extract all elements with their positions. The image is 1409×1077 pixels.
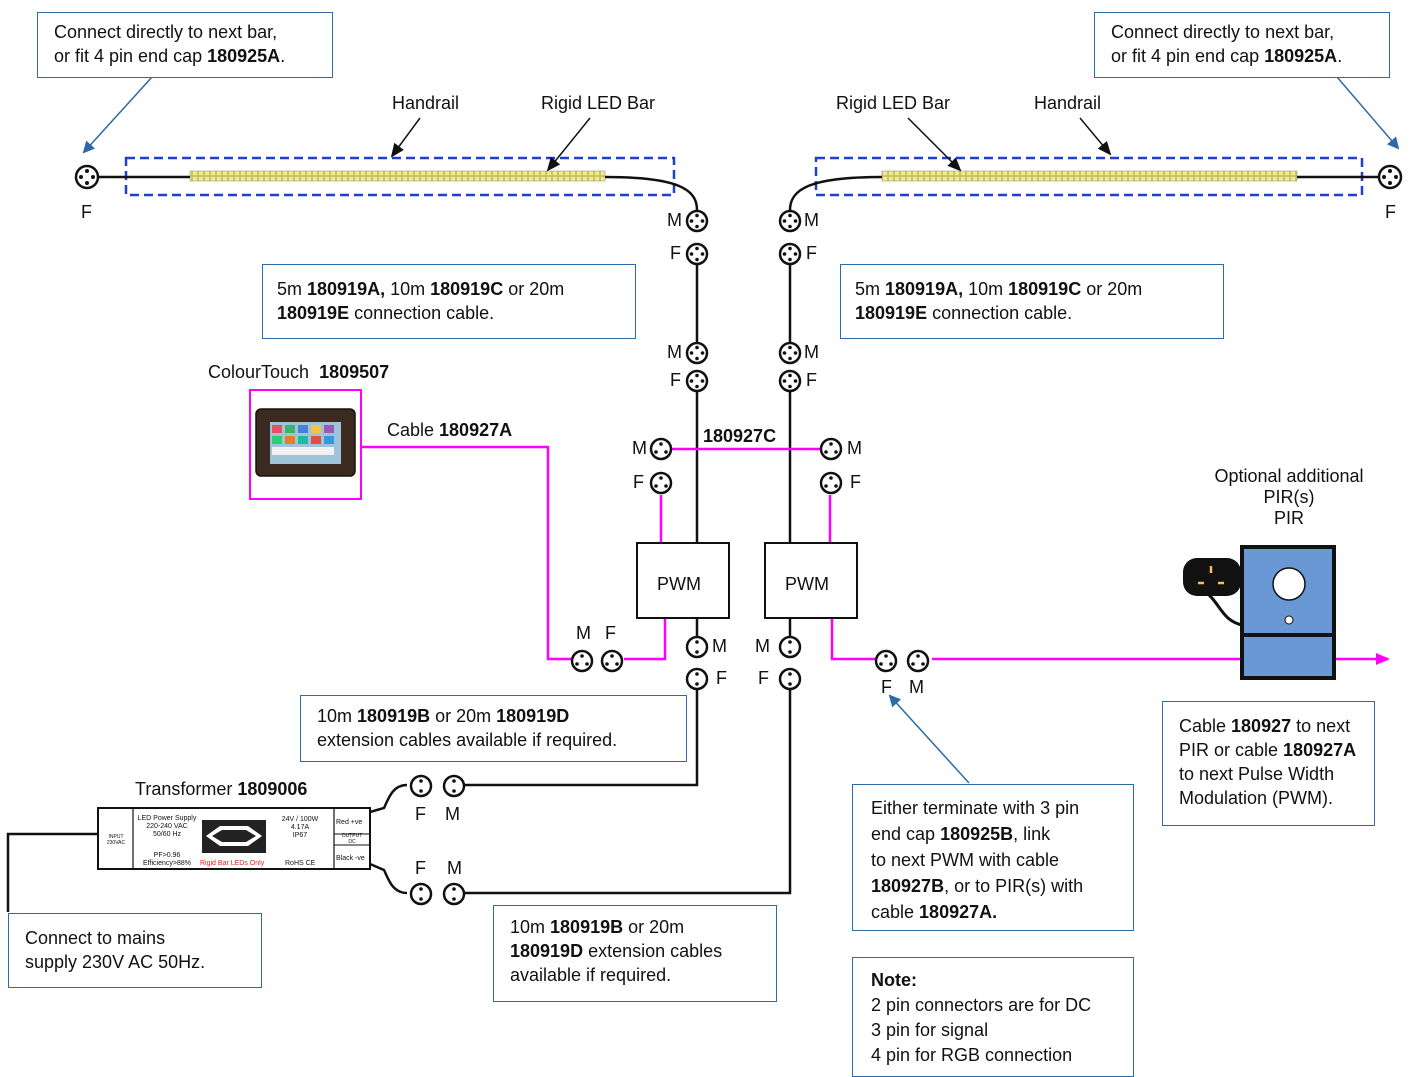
label-m-3pin-right: M bbox=[847, 438, 862, 458]
connector-4pin-right-stack bbox=[778, 209, 802, 393]
label-f-left-2: F bbox=[670, 370, 681, 390]
callout-extension-upper: 10m 180919B or 20m 180919D extension cab… bbox=[300, 695, 687, 762]
callout-end-cap-left: Connect directly to next bar, or fit 4 p… bbox=[37, 12, 333, 78]
pwm-box-left bbox=[636, 542, 730, 619]
callout-connection-cable-right: 5m 180919A, 10m 180919C or 20m 180919E c… bbox=[840, 264, 1224, 339]
label-led-bar-right: Rigid LED Bar bbox=[836, 93, 951, 113]
label-m-pwm-in: M bbox=[576, 623, 591, 643]
label-m-trans-lower: M bbox=[447, 858, 462, 878]
callout-connection-cable-left: 5m 180919A, 10m 180919C or 20m 180919E c… bbox=[262, 264, 636, 339]
label-f-left-1: F bbox=[670, 243, 681, 263]
label-m-trans-upper: M bbox=[445, 804, 460, 824]
transformer-unit bbox=[97, 807, 371, 870]
label-junction-180927c: 180927C bbox=[703, 426, 777, 446]
label-f-dc-right: F bbox=[758, 668, 769, 688]
connector-4pin-left-stack bbox=[685, 209, 709, 393]
label-pwm-left: PWM bbox=[657, 574, 701, 594]
transformer-brand: PRO bbox=[226, 831, 246, 841]
label-m-left-1: M bbox=[667, 210, 682, 230]
label-led-bar-left: Rigid LED Bar bbox=[541, 93, 656, 113]
pir-unit bbox=[1183, 545, 1336, 680]
label-f-right-2: F bbox=[806, 370, 817, 390]
label-f-right-1: F bbox=[806, 243, 817, 263]
callout-pir-cable: Cable 180927 to next PIR or cable 180927… bbox=[1162, 701, 1375, 826]
connector-3pin-group bbox=[570, 437, 930, 673]
callout-end-cap-right: Connect directly to next bar, or fit 4 p… bbox=[1094, 12, 1390, 78]
label-m-right-2: M bbox=[804, 342, 819, 362]
label-m-dc-left: M bbox=[712, 636, 727, 656]
label-m-left-2: M bbox=[667, 342, 682, 362]
led-bar-right bbox=[881, 170, 1298, 182]
transformer-output-label: OUTPUT DC bbox=[341, 833, 363, 845]
callout-extension-lower: 10m 180919B or 20m 180919D extension cab… bbox=[493, 905, 777, 1002]
transformer-efficiency-label: PF>0.96 Efficiency>88% bbox=[143, 852, 191, 867]
callout-mains: Connect to mains supply 230V AC 50Hz. bbox=[8, 913, 262, 988]
connector-4pin-end-right bbox=[1377, 164, 1403, 190]
label-f-end-left: F bbox=[81, 202, 92, 222]
label-f-trans-lower: F bbox=[415, 858, 426, 878]
label-cable-180927a: Cable 180927A bbox=[387, 420, 513, 440]
label-handrail-left: Handrail bbox=[392, 93, 460, 113]
transformer-rohs-label: RoHS CE bbox=[285, 860, 316, 867]
label-m-right-1: M bbox=[804, 210, 819, 230]
colourtouch-device bbox=[249, 389, 362, 500]
label-pwm-right: PWM bbox=[785, 574, 829, 594]
label-f-dc-left: F bbox=[716, 668, 727, 688]
callout-terminate: Either terminate with 3 pin end cap 1809… bbox=[852, 784, 1134, 931]
label-m-pir-out: M bbox=[909, 677, 924, 697]
pwm-box-right bbox=[764, 542, 858, 619]
label-f-3pin-left: F bbox=[633, 472, 644, 492]
connector-4pin-end-left bbox=[74, 164, 100, 190]
label-f-pir-out: F bbox=[881, 677, 892, 697]
led-bar-left bbox=[189, 170, 606, 182]
transformer-input-label: INPUT 230VAC bbox=[106, 834, 126, 846]
label-transformer: Transformer 1809006 bbox=[135, 779, 308, 799]
transformer-red-label: Red +ve bbox=[336, 819, 363, 826]
label-m-3pin-left: M bbox=[632, 438, 647, 458]
label-f-trans-upper: F bbox=[415, 804, 426, 824]
connector-2pin-group bbox=[409, 635, 802, 906]
label-f-3pin-right: F bbox=[850, 472, 861, 492]
label-handrail-right: Handrail bbox=[1034, 93, 1102, 113]
transformer-psu-label: LED Power Supply 220-240 VAC 50/60 Hz bbox=[137, 815, 197, 838]
label-pir-optional: Optional additional PIR(s) PIR bbox=[1214, 466, 1364, 528]
transformer-rating-label: 24V / 100W 4.17A IP67 bbox=[281, 816, 319, 839]
label-f-end-right: F bbox=[1385, 202, 1396, 222]
label-f-pwm-in: F bbox=[605, 623, 616, 643]
label-m-dc-right: M bbox=[755, 636, 770, 656]
transformer-black-label: Black -ve bbox=[336, 855, 365, 862]
callout-note: Note: 2 pin connectors are for DC 3 pin … bbox=[852, 957, 1134, 1077]
transformer-rigid-label: Rigid Bar LEDs Only bbox=[200, 860, 265, 867]
label-colourtouch: ColourTouch 1809507 bbox=[208, 362, 390, 382]
